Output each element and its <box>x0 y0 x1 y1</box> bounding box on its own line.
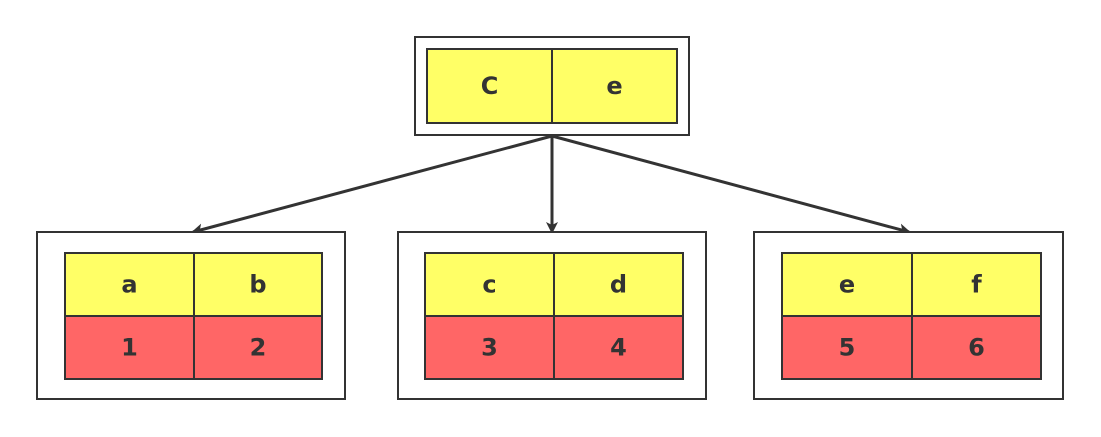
edge-root-to-leaf-3 <box>551 134 911 236</box>
edges <box>191 134 911 236</box>
leaf-2-key-1: c <box>482 271 496 299</box>
leaf-3-value-1: 5 <box>839 334 856 362</box>
leaf-2-key-cell-1 <box>424 252 555 317</box>
leaf-1-value-cell-2 <box>193 315 323 380</box>
leaf-3-value-cell-2 <box>911 315 1042 380</box>
leaf-2-value-1: 3 <box>481 334 498 362</box>
leaf-2-value-2: 4 <box>610 334 627 362</box>
leaf-1-key-2: b <box>249 271 266 299</box>
edge-root-to-leaf-1 <box>191 134 553 236</box>
leaf-3-key-1: e <box>839 271 855 299</box>
root-key-1: C <box>481 72 499 100</box>
leaf-2-value-cell-2 <box>553 315 684 380</box>
leaf-3-value-2: 6 <box>968 334 985 362</box>
leaf-1-value-1: 1 <box>121 334 138 362</box>
leaf-1-key-1: a <box>121 271 137 299</box>
leaf-1-key-cell-2 <box>193 252 323 317</box>
root-key-cell-2 <box>551 48 678 124</box>
leaf-1-value-2: 2 <box>250 334 267 362</box>
leaf-2-key-cell-2 <box>553 252 684 317</box>
leaf-node-2: c d 3 4 <box>397 231 707 400</box>
leaf-3-value-cell-1 <box>781 315 913 380</box>
root-node: C e <box>414 36 690 136</box>
leaf-3-key-2: f <box>971 271 982 299</box>
leaf-node-3: e f 5 6 <box>753 231 1064 400</box>
root-key-cell-1 <box>426 48 553 124</box>
leaf-3-key-cell-1 <box>781 252 913 317</box>
leaf-node-1: a b 1 2 <box>36 231 346 400</box>
root-key-2: e <box>606 72 622 100</box>
leaf-2-key-2: d <box>610 271 627 299</box>
